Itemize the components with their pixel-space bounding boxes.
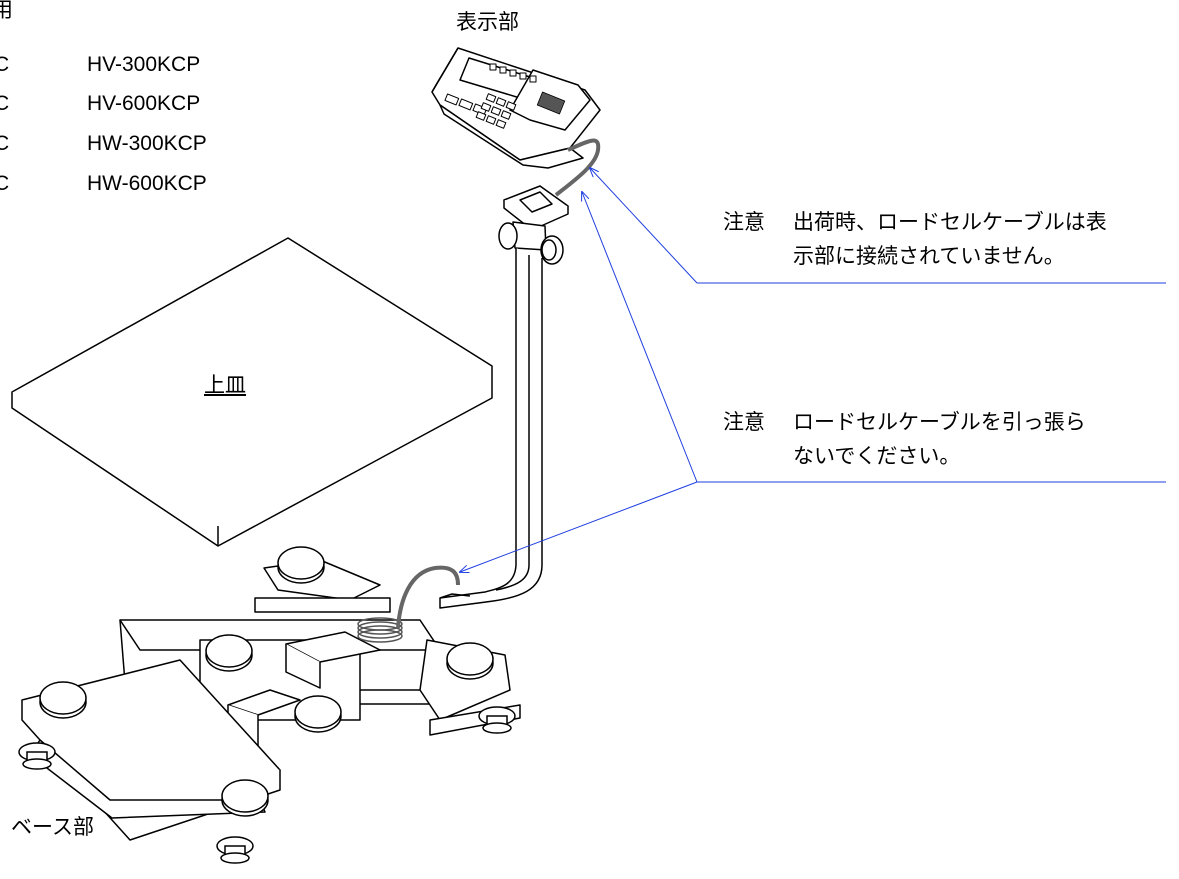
note-do-not-pull-cable: 注意 ロードセルケーブルを引っ張ら ないでください。	[723, 405, 1086, 473]
model-name: HW-300KCP	[87, 132, 207, 155]
model-name: HV-300KCP	[87, 53, 201, 76]
model-suffix: C	[0, 92, 10, 115]
load-cell-cable-coil	[357, 617, 403, 643]
display-unit	[431, 47, 601, 169]
leader-lines	[460, 168, 1166, 572]
leveling-feet	[18, 706, 516, 864]
model-suffix: C	[0, 132, 10, 155]
note-line: ないでください。	[793, 444, 961, 468]
pole	[439, 248, 543, 609]
model-name: HW-600KCP	[87, 172, 207, 195]
rubber-pads	[39, 546, 494, 817]
note-line: ロードセルケーブルを引っ張ら	[793, 410, 1086, 434]
weighing-pan-label: 上皿	[204, 373, 246, 397]
header-fragment: 用	[0, 0, 13, 22]
weighing-pan	[11, 237, 493, 547]
note-label: 注意	[723, 210, 765, 234]
note-label: 注意	[723, 410, 765, 434]
model-name: HV-600KCP	[87, 92, 201, 115]
model-suffix: C	[0, 172, 10, 195]
base-unit-label: ベース部	[11, 815, 94, 839]
display-cable	[554, 138, 601, 197]
model-suffix: C	[0, 53, 10, 76]
note-line: 出荷時、ロードセルケーブルは表	[793, 210, 1107, 234]
note-cable-not-connected: 注意 出荷時、ロードセルケーブルは表 示部に接続されていません。	[723, 205, 1107, 273]
pole-bracket	[498, 185, 569, 265]
display-unit-label: 表示部	[456, 10, 519, 34]
note-line: 示部に接続されていません。	[793, 244, 1065, 268]
load-cell-cable	[396, 565, 460, 629]
